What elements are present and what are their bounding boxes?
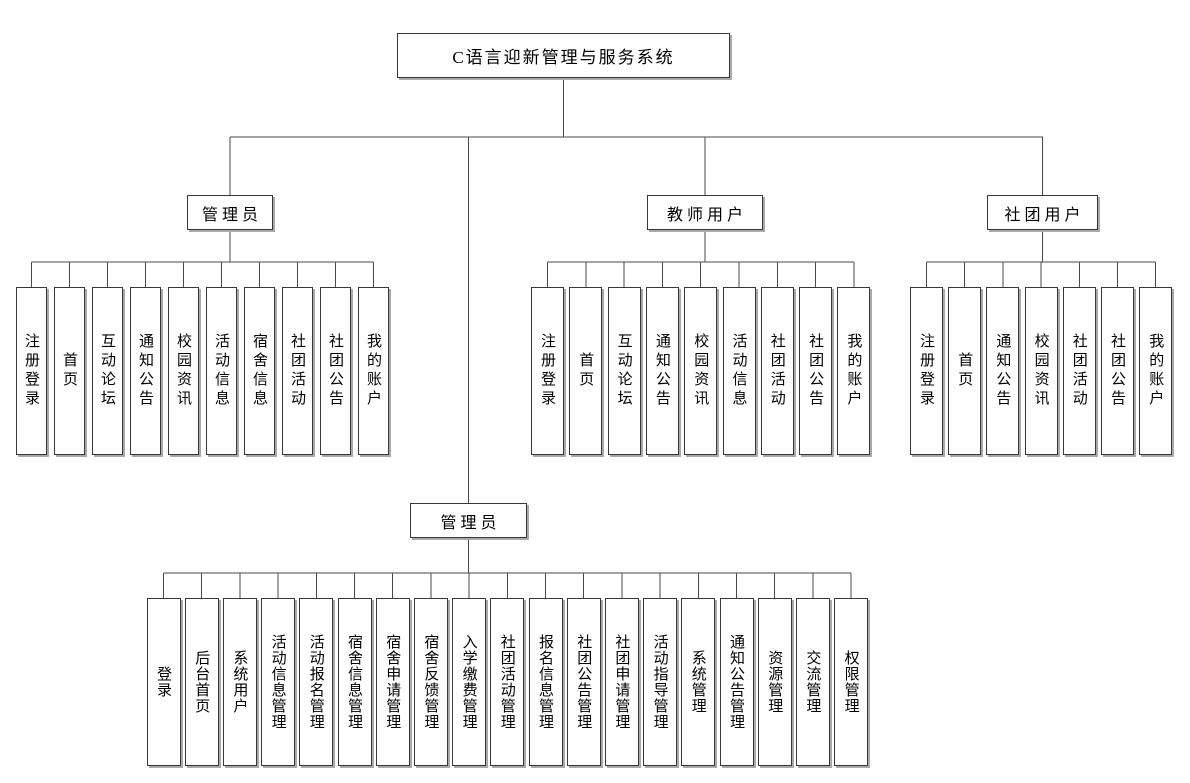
leaf-node-admin-back: 活动信息管理: [261, 598, 296, 766]
leaf-node-club-user: 通知公告: [986, 287, 1020, 455]
leaf-node-club-user: 社团活动: [1062, 287, 1096, 455]
leaf-node-teacher-user: 互动论坛: [607, 287, 641, 455]
leaf-node-teacher-user: 活动信息: [722, 287, 756, 455]
leaf-node-admin-front: 通知公告: [130, 287, 161, 455]
leaf-node-admin-back: 交流管理: [795, 598, 830, 766]
leaf-node-admin-back: 宿舍反馈管理: [413, 598, 448, 766]
leaf-node-admin-front: 注册登录: [16, 287, 47, 455]
leaf-node-admin-back: 活动指导管理: [643, 598, 678, 766]
leaf-node-club-user: 校园资讯: [1024, 287, 1058, 455]
leaf-node-teacher-user: 首页: [569, 287, 603, 455]
leaf-node-admin-front: 我的账户: [358, 287, 389, 455]
leaf-node-club-user: 首页: [948, 287, 982, 455]
leaf-node-admin-back: 登录: [146, 598, 181, 766]
leaf-node-admin-back: 通知公告管理: [719, 598, 754, 766]
leaf-node-club-user: 注册登录: [910, 287, 943, 455]
leaf-node-admin-front: 活动信息: [206, 287, 237, 455]
branch-node-admin-front: 管理员: [187, 195, 273, 230]
leaf-node-admin-front: 社团公告: [320, 287, 351, 455]
leaf-node-admin-back: 系统管理: [681, 598, 716, 766]
leaf-node-admin-back: 后台首页: [184, 598, 219, 766]
leaf-node-teacher-user: 校园资讯: [684, 287, 718, 455]
leaf-node-teacher-user: 注册登录: [531, 287, 564, 455]
leaf-node-teacher-user: 通知公告: [645, 287, 679, 455]
root-node-system-title: C语言迎新管理与服务系统: [397, 33, 730, 78]
leaf-node-teacher-user: 我的账户: [837, 287, 871, 455]
leaf-node-admin-back: 资源管理: [757, 598, 792, 766]
leaf-node-teacher-user: 社团活动: [760, 287, 794, 455]
leaf-node-admin-back: 入学缴费管理: [452, 598, 487, 766]
leaf-node-admin-back: 社团公告管理: [566, 598, 601, 766]
leaf-node-admin-back: 社团申请管理: [604, 598, 639, 766]
leaf-node-admin-back: 系统用户: [222, 598, 257, 766]
leaf-node-club-user: 社团公告: [1101, 287, 1134, 455]
leaf-node-admin-back: 宿舍信息管理: [337, 598, 372, 766]
branch-node-club-user: 社团用户: [987, 195, 1098, 230]
leaf-node-club-user: 我的账户: [1139, 287, 1173, 455]
leaf-node-admin-back: 权限管理: [834, 598, 869, 766]
leaf-node-admin-back: 活动报名管理: [299, 598, 334, 766]
leaf-node-admin-front: 首页: [54, 287, 85, 455]
branch-node-admin-back: 管理员: [410, 503, 527, 538]
leaf-node-teacher-user: 社团公告: [799, 287, 833, 455]
leaf-node-admin-back: 报名信息管理: [528, 598, 563, 766]
leaf-node-admin-front: 校园资讯: [168, 287, 199, 455]
leaf-node-admin-front: 宿舍信息: [244, 287, 275, 455]
leaf-node-admin-front: 社团活动: [282, 287, 313, 455]
leaf-node-admin-back: 社团活动管理: [490, 598, 525, 766]
branch-node-teacher-user: 教师用户: [647, 195, 763, 230]
leaf-node-admin-back: 宿舍申请管理: [375, 598, 410, 766]
leaf-node-admin-front: 互动论坛: [92, 287, 123, 455]
